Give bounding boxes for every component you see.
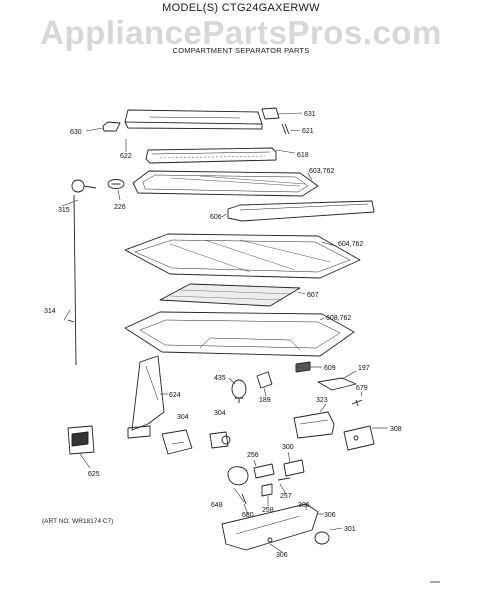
part-631-clip [261, 107, 280, 120]
housing-323 [293, 411, 335, 439]
label-197: 197 [358, 365, 370, 372]
label-308: 308 [390, 426, 402, 433]
pan-608 [124, 311, 355, 357]
screw-680 [241, 493, 247, 505]
label-624: 624 [169, 392, 181, 399]
label-315: 315 [58, 207, 70, 214]
filter-mesh-607 [159, 283, 301, 307]
label-323: 323 [316, 397, 328, 404]
mullion-bar [145, 147, 277, 164]
label-314: 314 [44, 308, 56, 315]
label-608: 608,762 [326, 315, 351, 322]
label-435: 435 [214, 375, 226, 382]
label-604: 604,762 [338, 241, 363, 248]
screw-679 [351, 399, 363, 407]
part-304-right [209, 431, 231, 449]
label-625: 625 [88, 471, 100, 478]
part-621-spring [281, 123, 290, 135]
shelf-603 [132, 170, 319, 197]
label-631: 631 [304, 111, 316, 118]
bracket-306 [221, 503, 319, 551]
shelf-604 [124, 233, 361, 279]
label-607: 607 [307, 292, 319, 299]
label-603: 603,762 [309, 168, 334, 175]
label-622: 622 [120, 153, 132, 160]
label-606: 606 [210, 214, 222, 221]
part-304-left [161, 429, 193, 455]
label-630: 630 [70, 129, 82, 136]
part-630-clip [102, 121, 121, 132]
shelf-front-606 [227, 200, 375, 222]
socket-189 [256, 371, 273, 389]
part-258 [261, 483, 273, 497]
label-306-right: 306 [324, 512, 336, 519]
label-306-top: 306 [298, 502, 310, 509]
cap-301 [314, 531, 330, 545]
leader-lines [61, 112, 388, 553]
rod-314 [67, 179, 97, 366]
model-title: MODEL(S) CTG24GAXERWW [162, 2, 320, 14]
label-257: 257 [280, 493, 292, 500]
label-189: 189 [259, 397, 271, 404]
switch-assembly [253, 459, 305, 481]
label-301: 301 [344, 526, 356, 533]
label-300: 300 [282, 444, 294, 451]
bracket-308 [343, 425, 375, 451]
label-679: 679 [356, 385, 368, 392]
art-number: (ART NO. WR18174 C7) [42, 518, 114, 525]
label-256: 256 [247, 452, 259, 459]
light-bulb-435 [231, 379, 247, 403]
label-226: 226 [114, 204, 126, 211]
motor-648 [227, 466, 249, 486]
label-648: 648 [211, 502, 223, 509]
label-304-left: 304 [177, 414, 189, 421]
label-618: 618 [297, 152, 309, 159]
watermark: AppliancePartsPros.com [40, 14, 442, 51]
label-304-right: 304 [214, 410, 226, 417]
baffle-197 [317, 377, 357, 391]
label-258: 258 [262, 507, 274, 514]
separator-cover [124, 109, 263, 130]
label-621: 621 [302, 128, 314, 135]
air-duct-624 [127, 355, 165, 439]
label-306-bottom: 306 [276, 552, 288, 559]
section-title: COMPARTMENT SEPARATOR PARTS [172, 46, 310, 55]
label-680: 680 [242, 512, 254, 519]
knob-226 [107, 179, 125, 189]
label-609: 609 [324, 365, 336, 372]
box-625 [67, 425, 95, 455]
clip-609 [295, 361, 311, 373]
